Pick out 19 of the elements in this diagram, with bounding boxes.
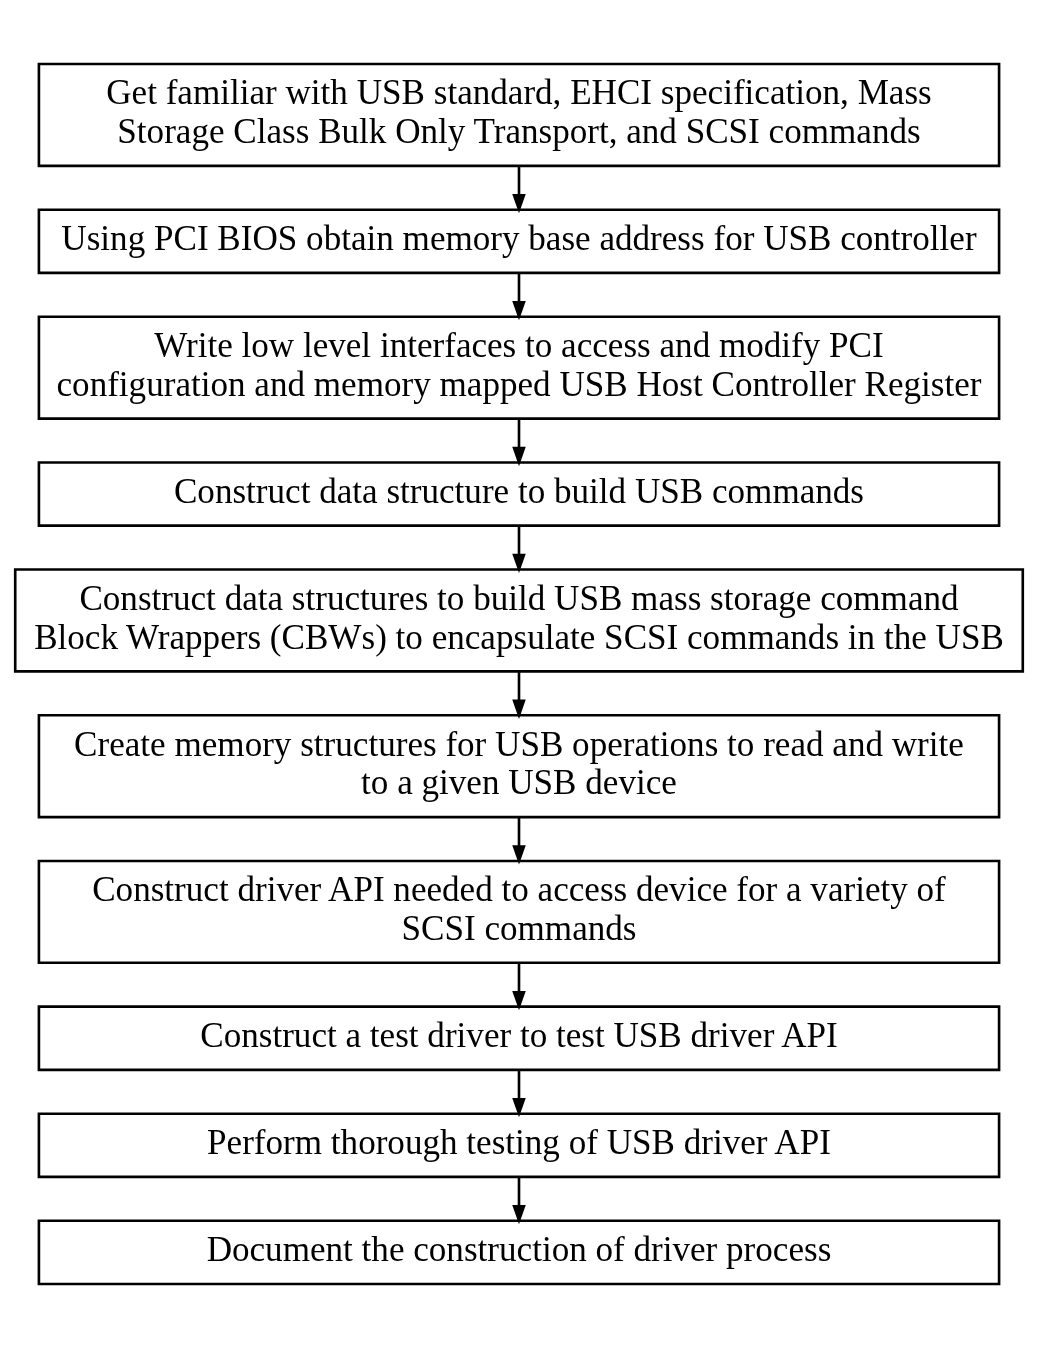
arrow [512, 817, 526, 865]
node-box: Get familiar with USB standard, EHCI specification, Mass Storage Class Bulk Only Transport, and SCSI commands [37, 62, 1001, 167]
arrow [512, 1069, 526, 1117]
node-box: Construct a test driver to test USB driver API [37, 1004, 1001, 1071]
node-box: Perform thorough testing of USB driver API [37, 1111, 1001, 1178]
node-box: Construct driver API needed to access device for a variety of SCSI commands [37, 859, 1001, 964]
arrow [512, 1176, 526, 1224]
node-box: Construct data structures to build USB mass storage command Block Wrappers (CBWs) to encapsulate SCSI commands in the USB [13, 567, 1025, 673]
arrow [512, 962, 526, 1010]
node-box: Write low level interfaces to access and modify PCI configuration and memory mapped USB Host Controller Register [37, 314, 1001, 420]
arrow [512, 525, 526, 573]
node-box: Create memory structures for USB operations to read and write to a given USB device [37, 713, 1001, 818]
node-box: Using PCI BIOS obtain memory base address for USB controller [37, 207, 1001, 274]
node-box: Document the construction of driver process [37, 1218, 1001, 1285]
node-box: Construct data structure to build USB commands [37, 460, 1001, 527]
arrow [512, 272, 526, 320]
arrow [512, 165, 526, 213]
arrow [512, 671, 526, 719]
arrow [512, 418, 526, 466]
